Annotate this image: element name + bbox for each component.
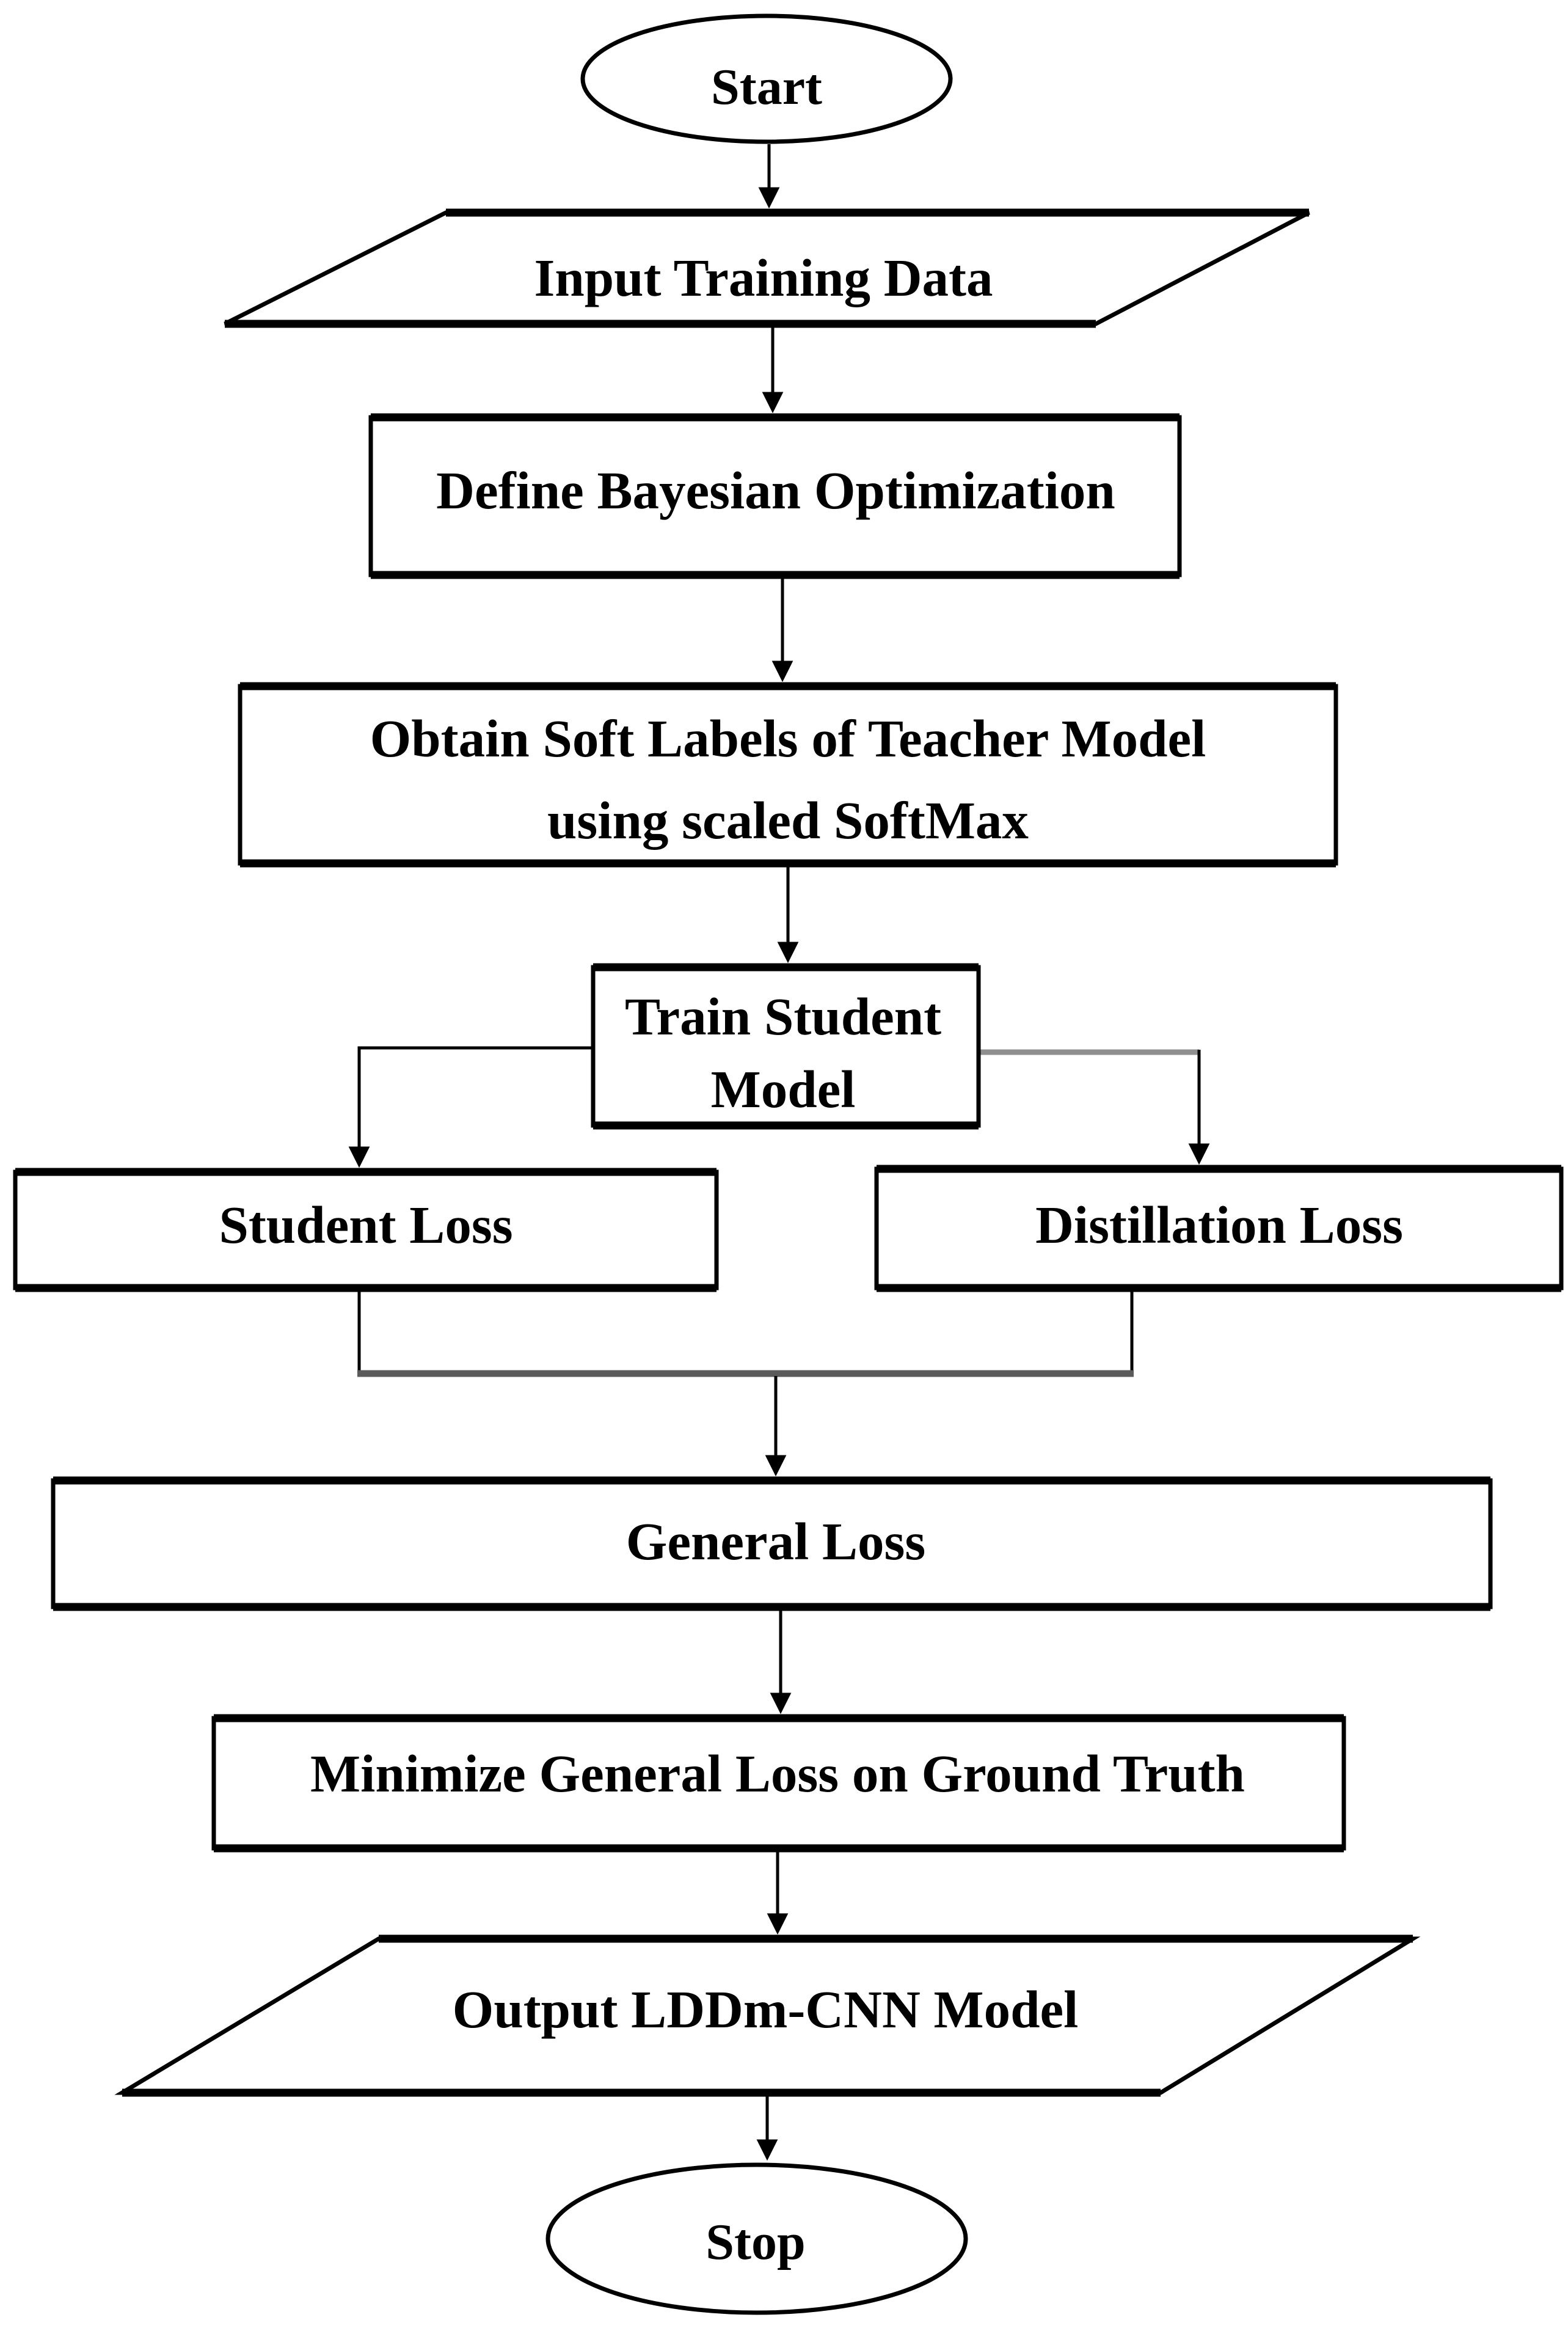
output-lddm-cnn-model-thick-edges (122, 1934, 1413, 2097)
start-label: Start (711, 59, 822, 115)
train-student-model-box (591, 965, 981, 1128)
define-bayesian-optimization-label: Define Bayesian Optimization (436, 461, 1115, 520)
output-lddm-cnn-model-label: Output LDDm-CNN Model (453, 1980, 1079, 2039)
general-loss-thick-edges (53, 1476, 1490, 1611)
start-ellipse (580, 13, 953, 144)
node-minimize-general-loss: Minimize General Loss on Ground Truth (211, 1714, 1346, 1853)
node-student-loss: Student Loss (13, 1168, 719, 1292)
student-loss-thick-edges (15, 1168, 717, 1292)
student-loss-label: Student Loss (219, 1195, 512, 1254)
train-student-model-thick-edges (593, 963, 979, 1130)
train-student-model-label-line2: Model (711, 1059, 856, 1119)
obtain-soft-labels-box (238, 684, 1338, 866)
node-distillation-loss: Distillation Loss (874, 1165, 1564, 1292)
node-start: Start (580, 13, 953, 144)
obtain-soft-labels-label-line1: Obtain Soft Labels of Teacher Model (370, 709, 1206, 768)
stop-label: Stop (706, 2214, 805, 2271)
stop-ellipse (545, 2162, 968, 2315)
obtain-soft-labels-thick-edges (240, 682, 1336, 868)
distillation-loss-box (874, 1166, 1564, 1290)
node-input-training-data: Input Training Data (224, 208, 1310, 328)
minimize-general-loss-label: Minimize General Loss on Ground Truth (310, 1744, 1245, 1803)
node-output-lddm-cnn-model: Output LDDm-CNN Model (114, 1934, 1421, 2097)
node-obtain-soft-labels: Obtain Soft Labels of Teacher Model usin… (238, 682, 1338, 868)
distillation-loss-label: Distillation Loss (1035, 1195, 1403, 1254)
input-training-data-label: Input Training Data (534, 248, 993, 307)
input-training-data-thick-edges (225, 208, 1309, 328)
connectors (348, 144, 1210, 2161)
edge-train-to-student-loss-arrow (348, 1046, 593, 1168)
general-loss-label: General Loss (626, 1512, 926, 1571)
define-bayesian-optimization-thick-edges (371, 413, 1180, 579)
train-student-model-label-line1: Train Student (625, 987, 941, 1046)
node-stop: Stop (545, 2162, 968, 2315)
define-bayesian-optimization-box (368, 415, 1182, 577)
minimize-general-loss-thick-edges (214, 1714, 1344, 1853)
node-define-bayesian-optimization: Define Bayesian Optimization (368, 413, 1182, 579)
distillation-loss-thick-edges (877, 1165, 1561, 1292)
obtain-soft-labels-label-line2: using scaled SoftMax (547, 791, 1029, 850)
node-general-loss: General Loss (51, 1476, 1493, 1611)
minimize-general-loss-box (211, 1716, 1346, 1851)
node-train-student-model: Train Student Model (591, 963, 981, 1130)
